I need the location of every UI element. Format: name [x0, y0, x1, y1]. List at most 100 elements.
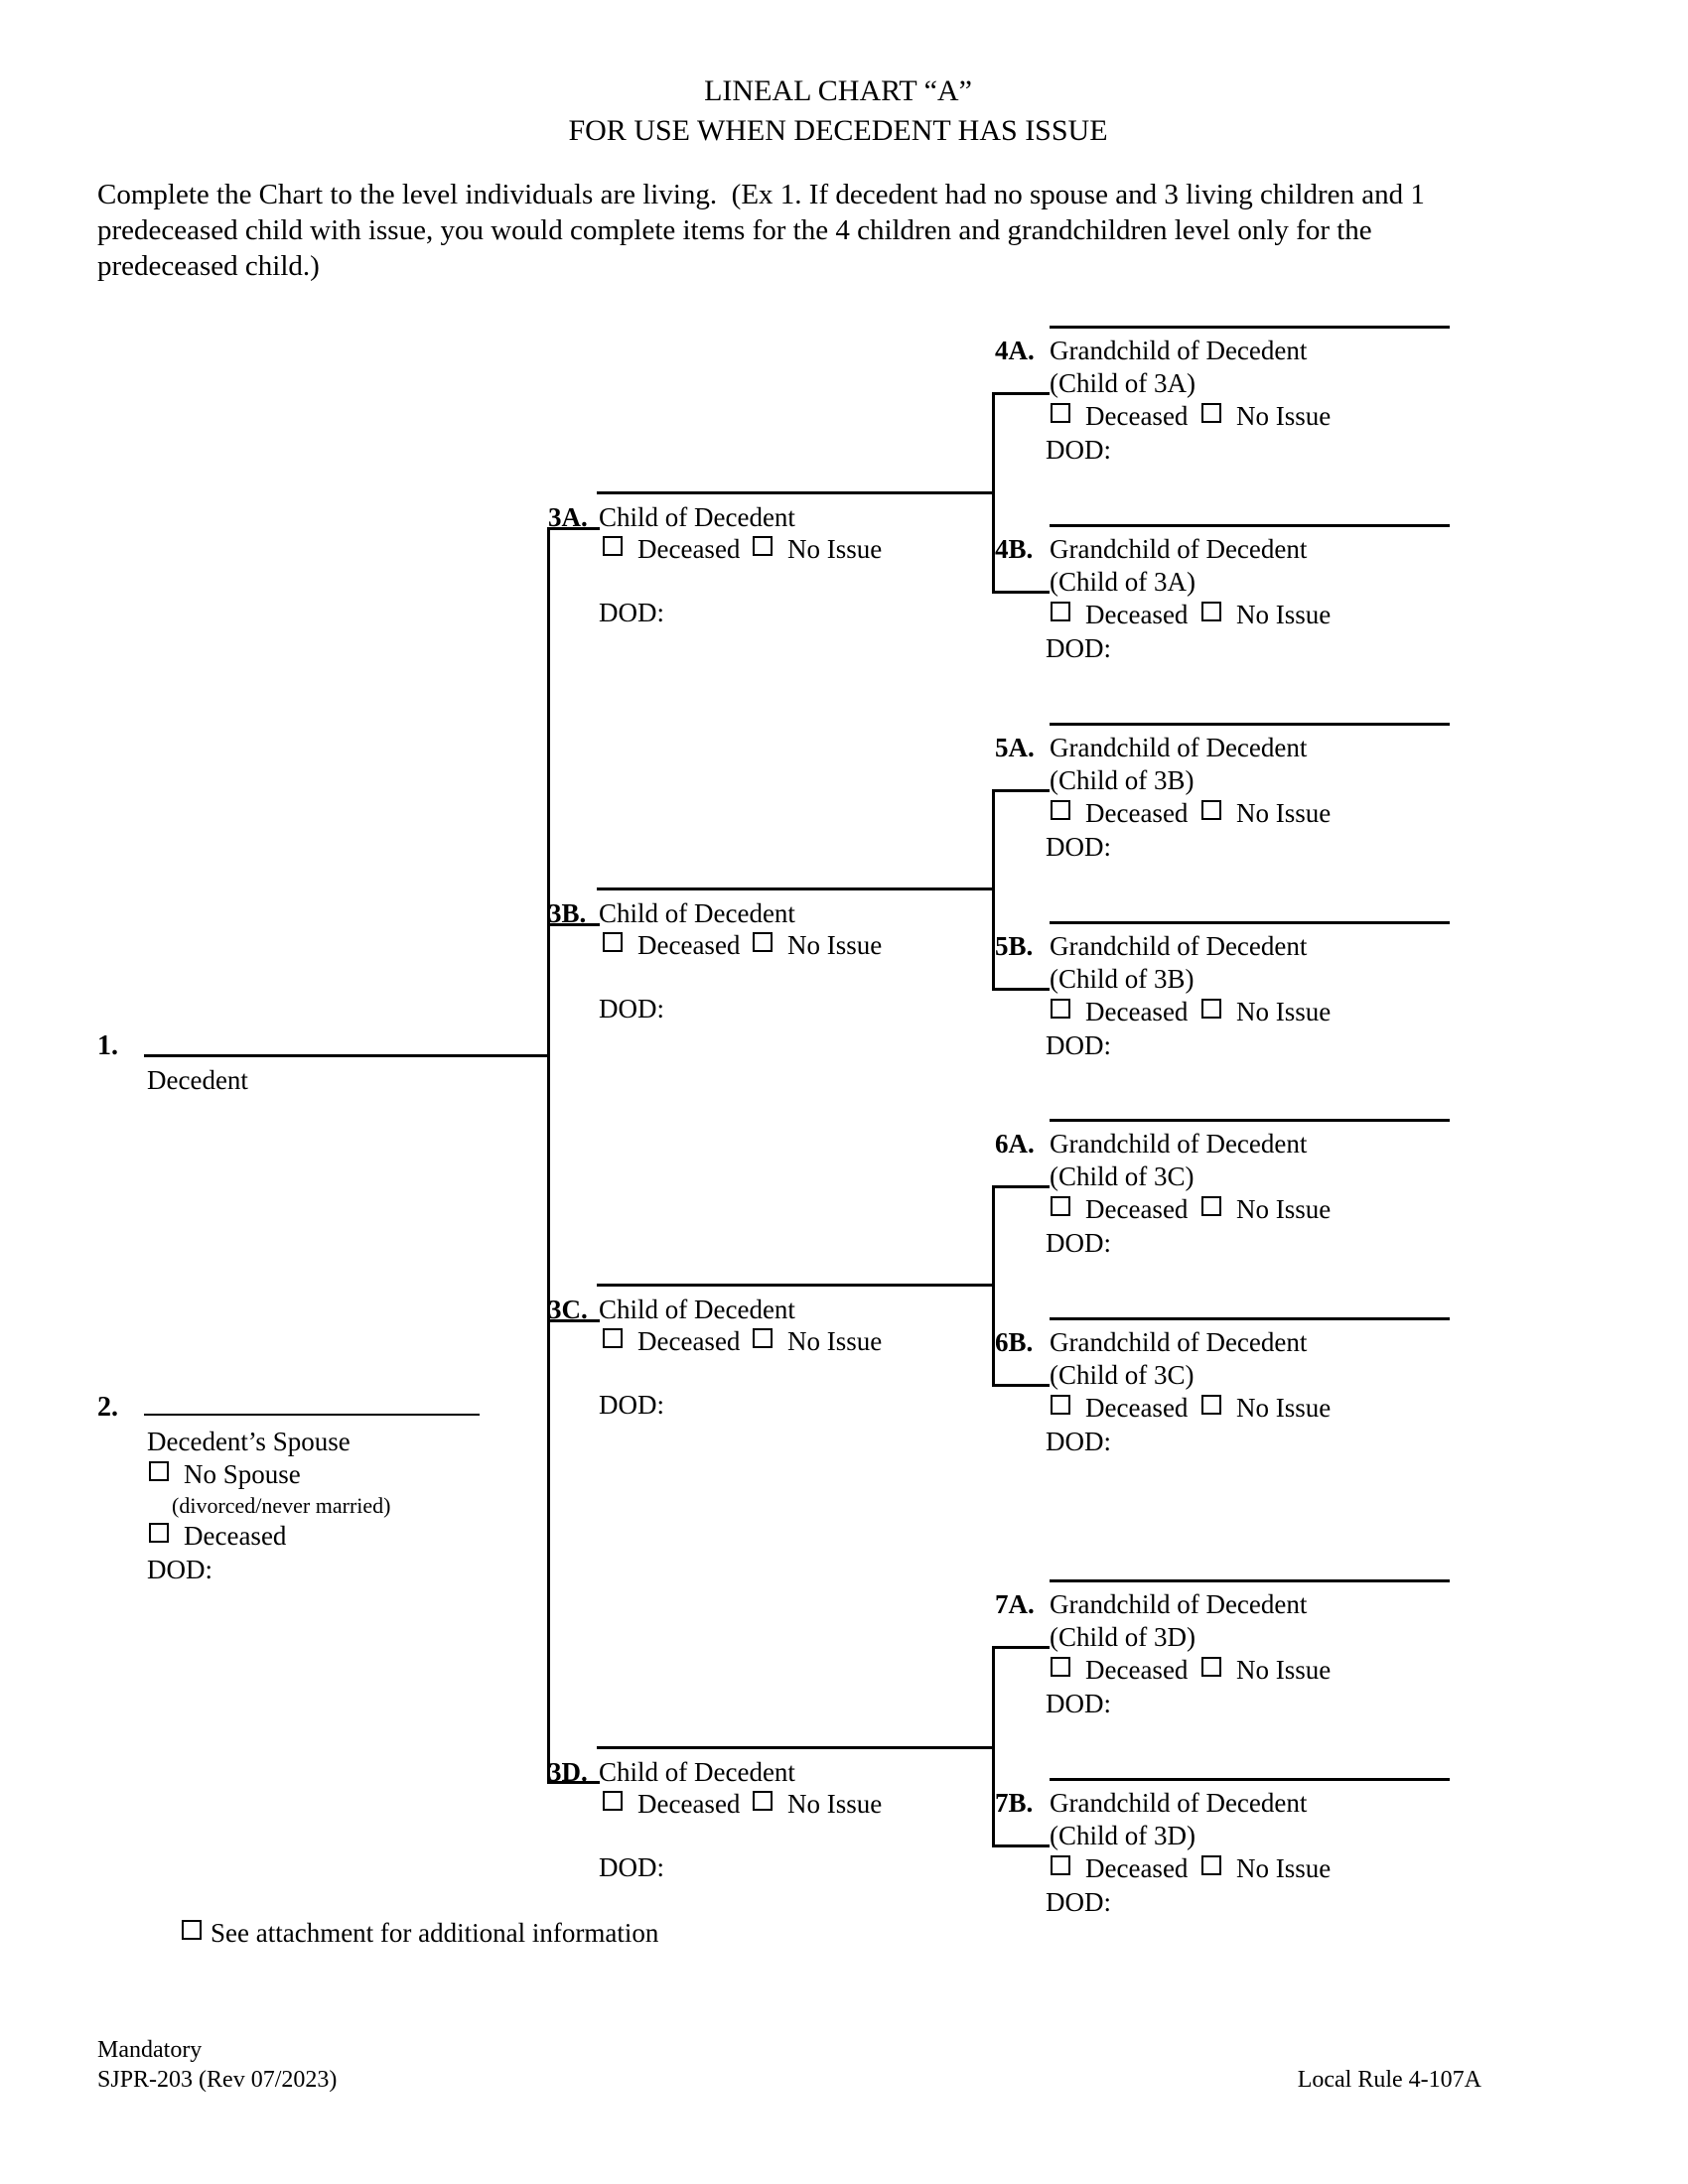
decedent-name-line[interactable]: [144, 1054, 550, 1057]
no-issue-checkbox[interactable]: [1201, 1196, 1221, 1216]
deceased-checkbox[interactable]: [1051, 1855, 1070, 1875]
grandchild-title: Grandchild of Decedent: [1050, 1129, 1308, 1159]
deceased-checkbox[interactable]: [603, 1328, 623, 1348]
dod-label: DOD:: [1046, 1427, 1111, 1456]
item-number: 4B.: [995, 534, 1034, 564]
name-line-7a[interactable]: [1050, 1579, 1450, 1582]
item-number: 5A.: [995, 733, 1035, 762]
no-spouse-note: (divorced/never married): [172, 1493, 391, 1518]
grandchild-stub-4a: [992, 392, 1050, 395]
grandchild-stub-6a: [992, 1185, 1050, 1188]
grandchild-bracket-6-vline: [992, 1185, 995, 1387]
grandchild-node-5a: 5A. Grandchild of Decedent (Child of 3B)…: [995, 723, 1462, 872]
instructions-line: Complete the Chart to the level individu…: [97, 179, 1425, 210]
grandchild-node-7b: 7B. Grandchild of Decedent (Child of 3D)…: [995, 1778, 1462, 1927]
name-line-7b[interactable]: [1050, 1778, 1450, 1781]
name-line-3b[interactable]: [597, 887, 993, 890]
child-title: Child of Decedent: [599, 898, 795, 928]
name-line-3a[interactable]: [597, 491, 993, 494]
no-issue-checkbox[interactable]: [753, 536, 773, 556]
deceased-label: Deceased: [637, 1789, 741, 1819]
grandchild-stub-7b: [992, 1844, 1050, 1847]
child-node-3d: 3D. Child of Decedent Deceased No Issue …: [548, 1746, 1005, 1895]
parent-ref-label: (Child of 3B): [1050, 964, 1195, 994]
name-line-3d[interactable]: [597, 1746, 993, 1749]
grandchild-stub-4b: [992, 591, 1050, 594]
no-issue-label: No Issue: [1236, 798, 1332, 828]
item-number: 3B.: [548, 898, 587, 928]
deceased-label: Deceased: [637, 1326, 741, 1356]
deceased-checkbox[interactable]: [1051, 1196, 1070, 1216]
grandchild-node-4b: 4B. Grandchild of Decedent (Child of 3A)…: [995, 524, 1462, 673]
item-number: 7B.: [995, 1788, 1034, 1818]
dod-label: DOD:: [599, 1852, 664, 1882]
dod-label: DOD:: [1046, 832, 1111, 862]
deceased-checkbox[interactable]: [1051, 602, 1070, 621]
deceased-label: Deceased: [1085, 1393, 1189, 1423]
deceased-label: Deceased: [1085, 1194, 1189, 1224]
deceased-label: Deceased: [1085, 401, 1189, 431]
grandchild-stub-5b: [992, 988, 1050, 991]
see-attachment-label: See attachment for additional informatio…: [211, 1918, 659, 1948]
no-spouse-checkbox[interactable]: [149, 1461, 169, 1481]
grandchild-bracket-5-vline: [992, 789, 995, 991]
child-node-3b: 3B. Child of Decedent Deceased No Issue …: [548, 887, 1005, 1036]
no-issue-checkbox[interactable]: [753, 1328, 773, 1348]
name-line-6a[interactable]: [1050, 1119, 1450, 1122]
child-stub-3a: [547, 527, 600, 530]
deceased-checkbox[interactable]: [1051, 1657, 1070, 1677]
deceased-checkbox[interactable]: [1051, 1395, 1070, 1415]
spouse-deceased-checkbox[interactable]: [149, 1523, 169, 1543]
spouse-label: Decedent’s Spouse: [147, 1427, 351, 1456]
see-attachment-checkbox[interactable]: [182, 1920, 202, 1940]
name-line-4a[interactable]: [1050, 326, 1450, 329]
grandchild-node-5b: 5B. Grandchild of Decedent (Child of 3B)…: [995, 921, 1462, 1070]
item-number: 3D.: [548, 1757, 588, 1787]
name-line-3c[interactable]: [597, 1284, 993, 1287]
spouse-item-number: 2.: [97, 1392, 118, 1423]
no-issue-checkbox[interactable]: [1201, 800, 1221, 820]
name-line-5a[interactable]: [1050, 723, 1450, 726]
no-issue-label: No Issue: [1236, 1194, 1332, 1224]
no-issue-checkbox[interactable]: [1201, 403, 1221, 423]
deceased-checkbox[interactable]: [1051, 999, 1070, 1019]
deceased-label: Deceased: [1085, 600, 1189, 629]
parent-ref-label: (Child of 3C): [1050, 1161, 1195, 1191]
child-stub-3c: [547, 1319, 600, 1322]
name-line-4b[interactable]: [1050, 524, 1450, 527]
no-issue-checkbox[interactable]: [753, 1791, 773, 1811]
grandchild-node-7a: 7A. Grandchild of Decedent (Child of 3D)…: [995, 1579, 1462, 1728]
no-issue-checkbox[interactable]: [1201, 1657, 1221, 1677]
no-issue-checkbox[interactable]: [1201, 602, 1221, 621]
grandchild-node-6b: 6B. Grandchild of Decedent (Child of 3C)…: [995, 1317, 1462, 1466]
child-node-3c: 3C. Child of Decedent Deceased No Issue …: [548, 1284, 1005, 1433]
no-issue-checkbox[interactable]: [1201, 1395, 1221, 1415]
dod-label: DOD:: [599, 994, 664, 1024]
name-line-5b[interactable]: [1050, 921, 1450, 924]
child-title: Child of Decedent: [599, 1757, 795, 1787]
name-line-6b[interactable]: [1050, 1317, 1450, 1320]
child-title: Child of Decedent: [599, 502, 795, 532]
instructions-line: predeceased child with issue, you would …: [97, 214, 1372, 246]
no-issue-checkbox[interactable]: [1201, 999, 1221, 1019]
deceased-checkbox[interactable]: [1051, 800, 1070, 820]
dod-label: DOD:: [1046, 633, 1111, 663]
deceased-checkbox[interactable]: [603, 932, 623, 952]
spouse-name-line[interactable]: [144, 1414, 480, 1416]
no-issue-label: No Issue: [1236, 1393, 1332, 1423]
parent-ref-label: (Child of 3C): [1050, 1360, 1195, 1390]
deceased-checkbox[interactable]: [1051, 403, 1070, 423]
children-bracket-vline: [547, 527, 550, 1784]
item-number: 3C.: [548, 1295, 588, 1324]
footer-form-number: SJPR-203 (Rev 07/2023): [97, 2067, 338, 2093]
deceased-checkbox[interactable]: [603, 536, 623, 556]
item-number: 7A.: [995, 1589, 1035, 1619]
deceased-checkbox[interactable]: [603, 1791, 623, 1811]
grandchild-stub-5a: [992, 789, 1050, 792]
no-issue-checkbox[interactable]: [1201, 1855, 1221, 1875]
no-spouse-label: No Spouse: [184, 1459, 301, 1489]
item-number: 4A.: [995, 336, 1035, 365]
no-issue-checkbox[interactable]: [753, 932, 773, 952]
grandchild-stub-6b: [992, 1384, 1050, 1387]
grandchild-node-4a: 4A. Grandchild of Decedent (Child of 3A)…: [995, 326, 1462, 475]
